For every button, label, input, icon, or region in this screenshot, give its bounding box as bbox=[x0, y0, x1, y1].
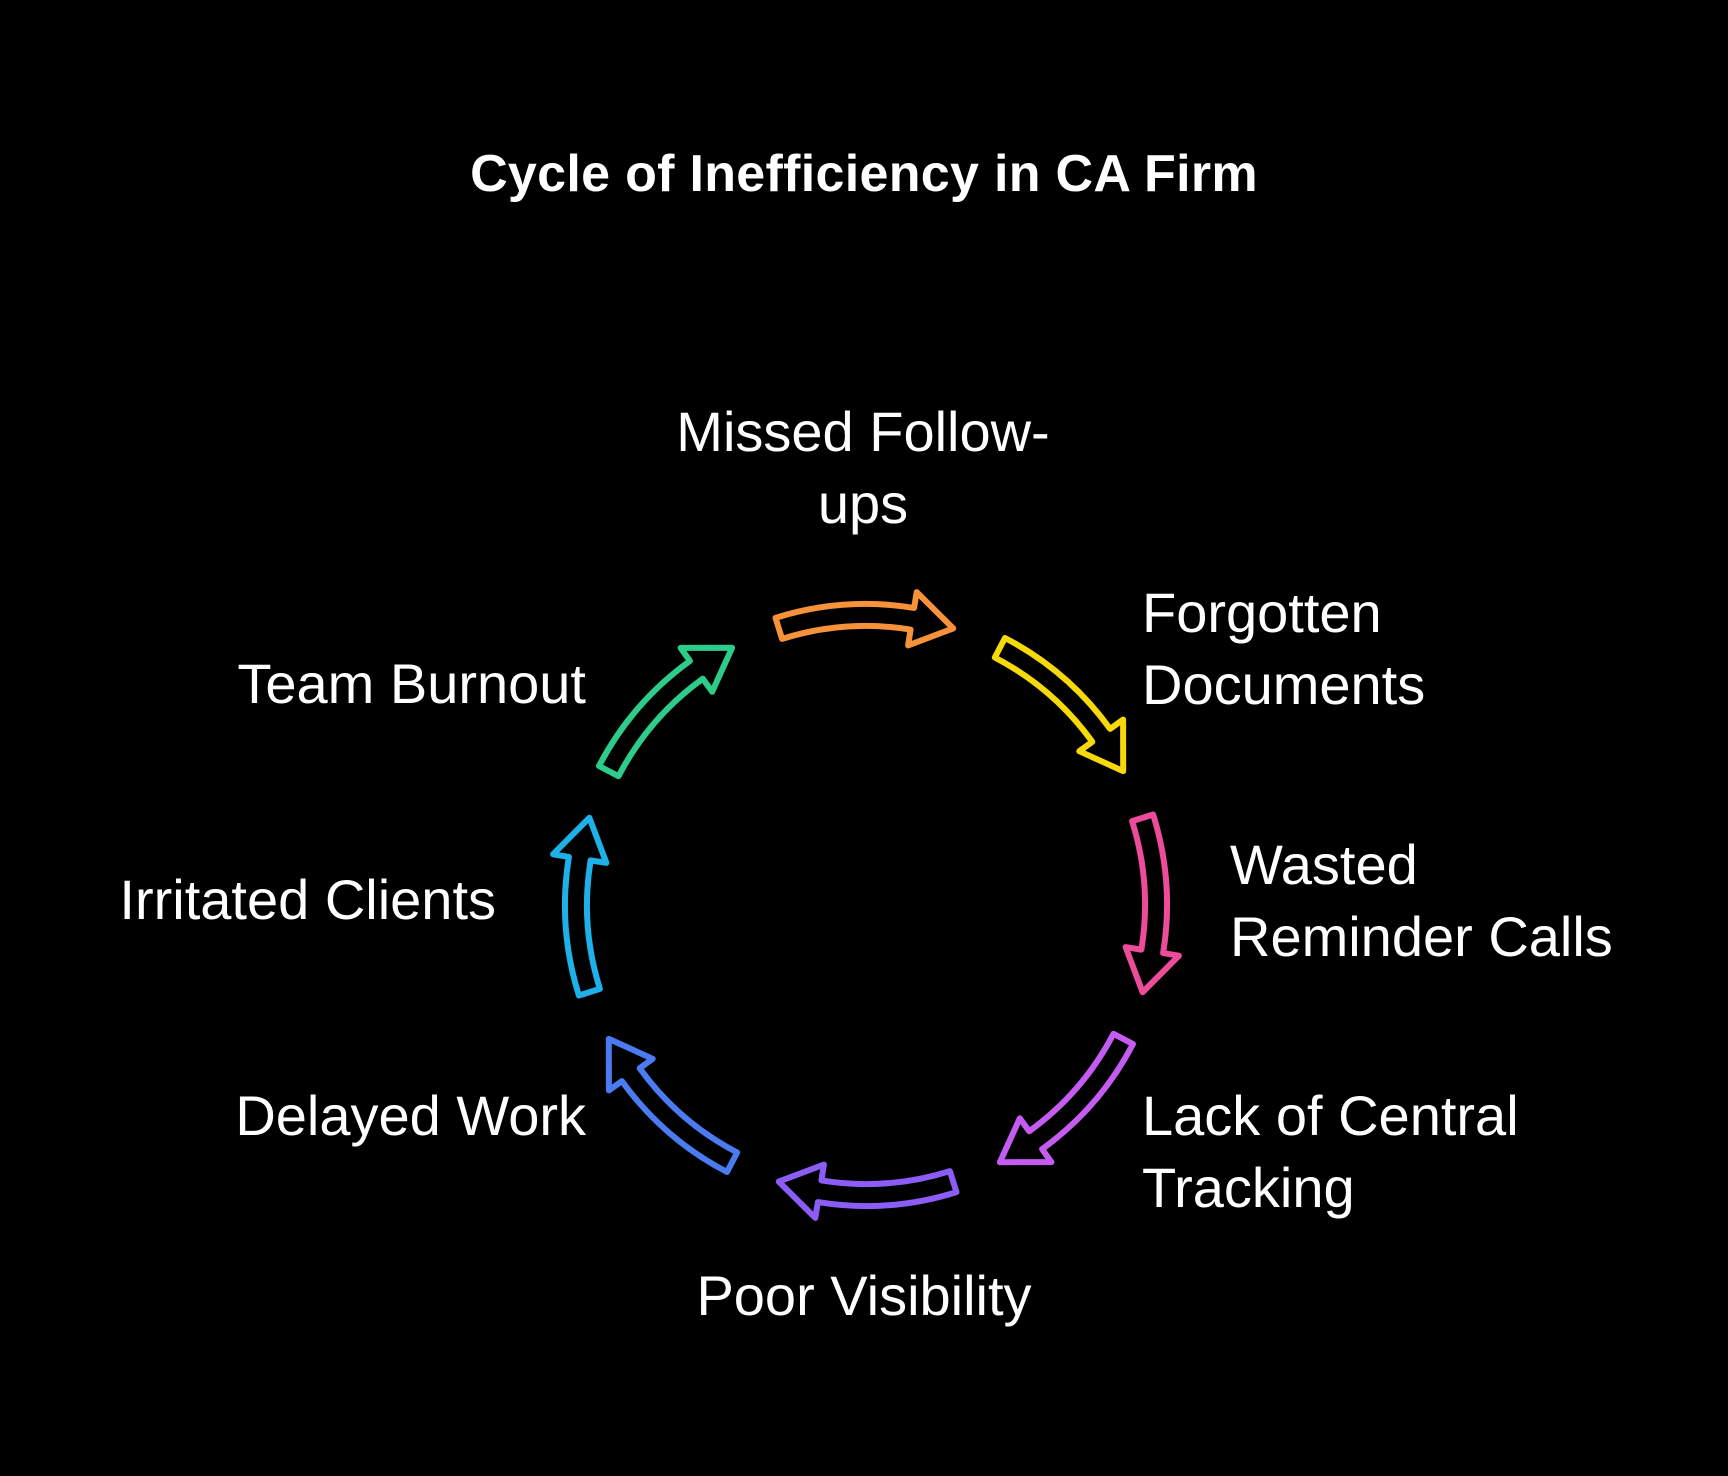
stage-label-missed-follow-ups: Missed Follow- ups bbox=[676, 400, 1050, 535]
stage-label-delayed-work: Delayed Work bbox=[235, 1084, 586, 1147]
blue-arrow-icon bbox=[605, 1035, 741, 1175]
stage-label-irritated-clients: Irritated Clients bbox=[119, 868, 496, 931]
orange-arrow-icon bbox=[772, 589, 957, 649]
stage-label-lack-of-central-tracking: Lack of Central Tracking bbox=[1142, 1084, 1519, 1219]
stage-label-wasted-reminder-calls: Wasted Reminder Calls bbox=[1230, 833, 1613, 968]
yellow-arrow-icon bbox=[991, 635, 1127, 775]
stage-label-forgotten-documents: Forgotten Documents bbox=[1142, 581, 1426, 716]
pink-arrow-icon bbox=[1122, 811, 1182, 996]
stage-label-poor-visibility: Poor Visibility bbox=[696, 1264, 1032, 1327]
violet-arrow-icon bbox=[775, 1161, 960, 1221]
cyan-arrow-icon bbox=[550, 814, 610, 999]
stage-label-team-burnout: Team Burnout bbox=[237, 652, 586, 715]
diagram-title: Cycle of Inefficiency in CA Firm bbox=[470, 145, 1258, 203]
green-arrow-icon bbox=[596, 644, 736, 780]
purple-arrow-icon bbox=[996, 1030, 1136, 1166]
